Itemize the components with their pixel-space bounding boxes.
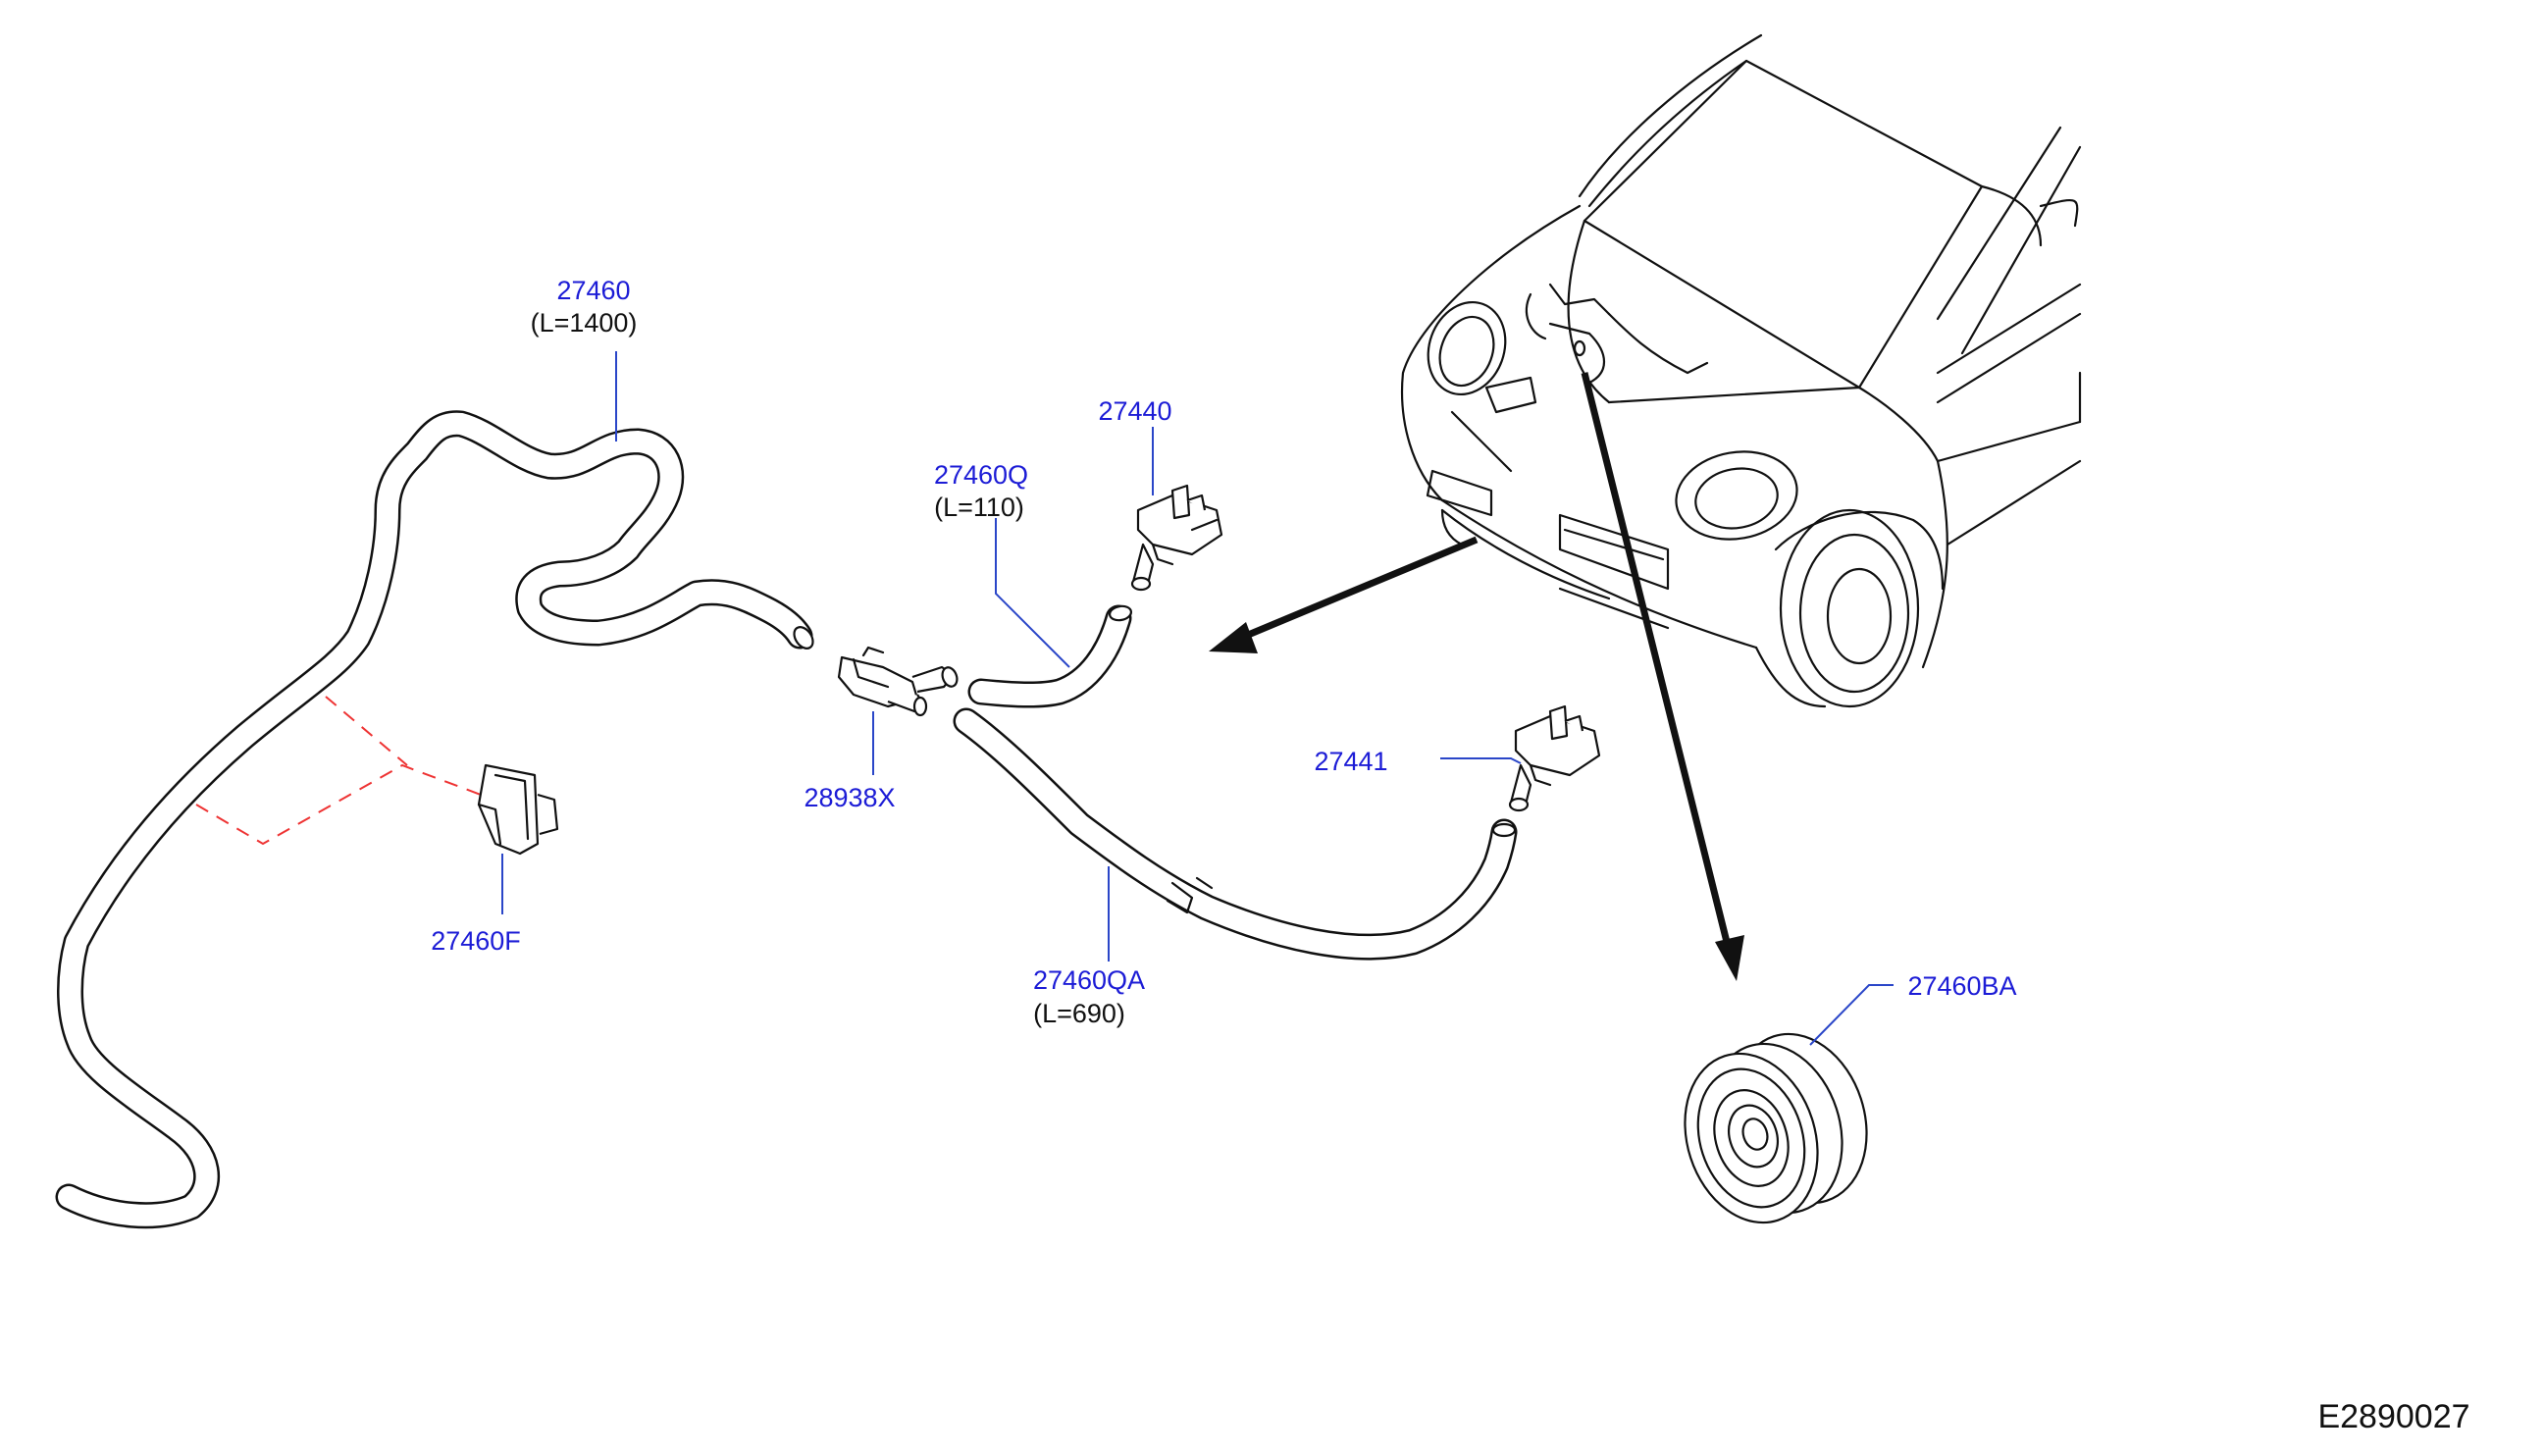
hose-27460qa [953,707,1518,961]
label-27460ba: 27460BA [1907,971,2016,1001]
callout-arrows [1209,372,1744,981]
part-labels: 27460 (L=1400) 27460Q (L=110) 27440 2893… [431,276,2469,1435]
label-27460: 27460 [556,276,630,305]
vehicle-illustration [1400,33,2082,708]
label-27460qa: 27460QA [1033,965,1145,995]
label-27460q: 27460Q [934,460,1028,490]
hose-27460 [55,410,814,1229]
nozzle-27440 [1130,484,1223,592]
clip-27460f [477,763,559,856]
hose-27460q [967,604,1133,708]
leader-lines [501,351,1894,1046]
grommet-27460ba [1684,1032,1868,1224]
figure-code: E2890027 [2317,1398,2469,1435]
dashed-guide [195,696,482,846]
label-27460f: 27460F [431,926,521,956]
label-28938x: 28938X [804,783,895,812]
label-27440: 27440 [1098,396,1171,426]
label-27441: 27441 [1314,747,1387,776]
length-27460qa: (L=690) [1033,999,1125,1028]
joint-28938x [837,646,959,717]
length-27460q: (L=110) [934,493,1024,522]
nozzle-27441 [1508,704,1601,812]
length-27460: (L=1400) [531,308,638,338]
